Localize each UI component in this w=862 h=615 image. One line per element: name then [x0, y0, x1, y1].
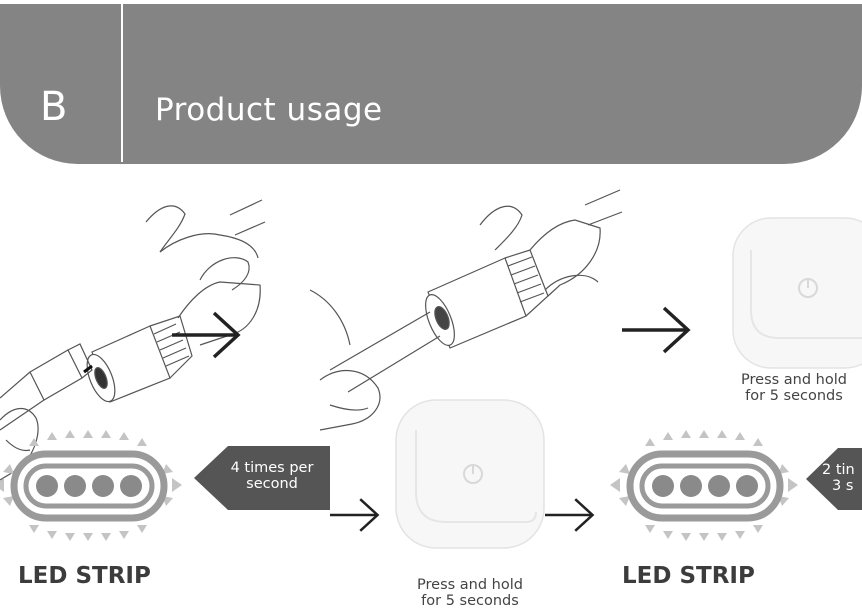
connector-illustration-1: [0, 199, 266, 481]
press-hold-caption-2: Press and hold for 5 seconds: [417, 577, 523, 609]
arrow-icon: [620, 306, 690, 354]
arrow-icon: [543, 497, 594, 533]
section-letter: B: [40, 84, 68, 130]
led-strip-illustration-1: [0, 430, 182, 541]
flash-rate-text-2: 2 tin 3 s: [822, 462, 855, 494]
led-strip-label-1: LED STRIP: [18, 563, 151, 589]
press-hold-caption-1: Press and hold for 5 seconds: [741, 372, 847, 404]
arrow-icon: [328, 497, 379, 533]
power-button-illustration-2: [395, 399, 545, 549]
flash-rate-text-1: 4 times per second: [230, 460, 314, 492]
led-strip-illustration-2: [610, 430, 798, 541]
section-header: [0, 4, 862, 164]
connector-illustration-2: [309, 189, 623, 431]
flash-rate-bubble-2: [806, 448, 862, 510]
flash-rate-bubble-1: [194, 446, 330, 510]
power-button-illustration-1: [732, 217, 862, 369]
led-strip-label-2: LED STRIP: [622, 563, 755, 589]
section-title: Product usage: [155, 92, 383, 128]
header-divider: [121, 4, 123, 162]
